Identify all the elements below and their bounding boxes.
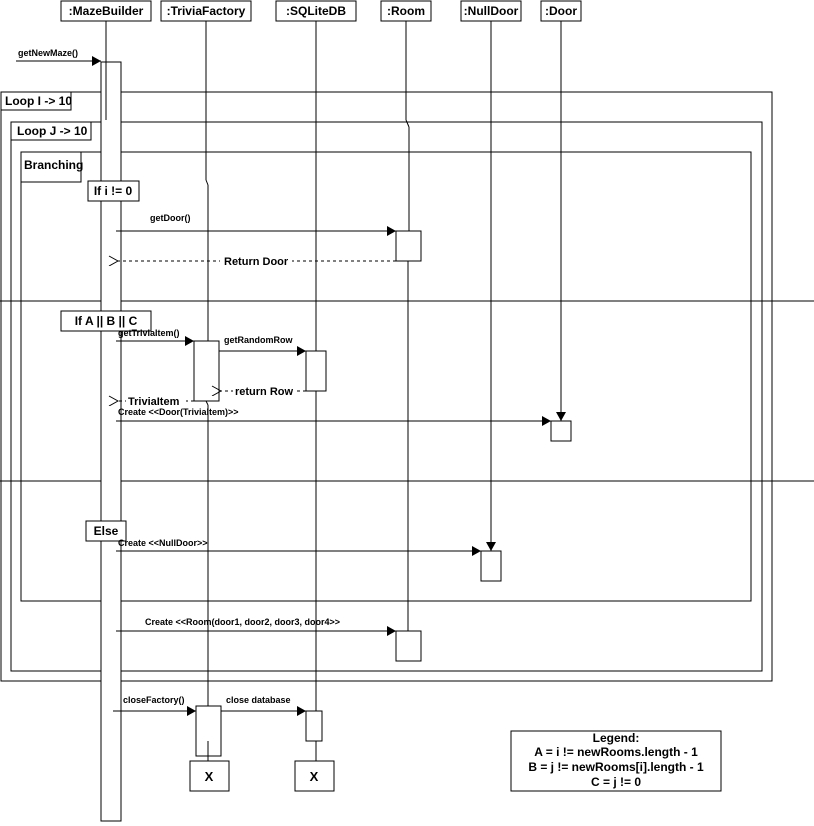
message-create-room: Create <<Room(door1, door2, door3, door4…	[116, 617, 396, 636]
lifeline-room-label: :Room	[387, 4, 425, 18]
svg-text:If i != 0: If i != 0	[94, 184, 133, 198]
room-activation-getdoor	[395, 230, 422, 262]
svg-text:Create <<Door(TriviaItem)>>: Create <<Door(TriviaItem)>>	[118, 407, 239, 417]
svg-text:return Row: return Row	[235, 386, 294, 398]
lifeline-door-label: :Door	[545, 4, 577, 18]
destroy-triviafactory: X	[189, 760, 230, 792]
lifeline-door: :Door	[540, 0, 582, 421]
nulldoor-activation	[480, 550, 502, 582]
lifeline-sqlitedb-label: :SQLiteDB	[286, 4, 346, 18]
guard-if-abc: If A || B || C	[60, 310, 152, 332]
lifeline-room: :Room	[380, 0, 432, 631]
legend-line-a: A = i != newRooms.length - 1	[534, 745, 698, 759]
triviafactory-activation	[193, 340, 220, 402]
loop-i-frame: Loop I -> 10	[0, 91, 773, 682]
loop-j-frame: Loop J -> 10	[10, 121, 763, 672]
sqlitedb-close-activation	[305, 710, 323, 742]
door-activation	[550, 420, 572, 442]
message-create-door: Create <<Door(TriviaItem)>>	[116, 407, 551, 426]
message-get-random-row: getRandomRow	[219, 335, 306, 356]
svg-text:Else: Else	[94, 524, 119, 538]
svg-text:If A || B || C: If A || B || C	[75, 314, 138, 328]
svg-text:Create <<Room(door1, door2, do: Create <<Room(door1, door2, door3, door4…	[145, 617, 340, 627]
lifeline-triviafactory-label: :TriviaFactory	[167, 4, 246, 18]
guard-if-i: If i != 0	[87, 180, 140, 202]
message-create-null-door: Create <<NullDoor>>	[116, 538, 481, 556]
legend-title: Legend:	[593, 731, 640, 745]
message-close-database: close database	[221, 695, 306, 716]
svg-text:getRandomRow: getRandomRow	[224, 335, 293, 345]
branching-label: Branching	[24, 158, 83, 172]
legend-line-b: B = j != newRooms[i].length - 1	[528, 760, 704, 774]
branching-frame: Branching	[20, 151, 752, 602]
lifeline-mazebuilder: :MazeBuilder	[60, 0, 152, 62]
room-activation-create	[395, 630, 422, 662]
message-get-door: getDoor()	[116, 213, 396, 236]
svg-text:getTriviaItem(): getTriviaItem()	[118, 328, 180, 338]
loop-i-label: Loop I -> 10	[5, 94, 72, 108]
svg-text:Return Door: Return Door	[224, 256, 289, 268]
destroy-sqlitedb: X	[294, 760, 335, 792]
message-return-row: return Row	[221, 384, 306, 398]
legend-line-c: C = j != 0	[591, 775, 641, 789]
lifeline-nulldoor: :NullDoor	[460, 0, 522, 551]
svg-text:getDoor(): getDoor()	[150, 213, 191, 223]
loop-j-label: Loop J -> 10	[17, 124, 88, 138]
lifeline-triviafactory: :TriviaFactory	[160, 0, 252, 760]
svg-text:Create <<NullDoor>>: Create <<NullDoor>>	[118, 538, 208, 548]
svg-text:TriviaItem: TriviaItem	[128, 396, 180, 408]
lifeline-mazebuilder-label: :MazeBuilder	[69, 4, 144, 18]
mazebuilder-activation	[100, 61, 122, 822]
lifeline-nulldoor-label: :NullDoor	[464, 4, 519, 18]
svg-text:X: X	[310, 769, 319, 784]
sqlitedb-activation	[305, 350, 327, 392]
svg-text:X: X	[205, 769, 214, 784]
svg-text:getNewMaze(): getNewMaze()	[18, 48, 78, 58]
svg-text:close database: close database	[226, 695, 291, 705]
message-get-trivia-item: getTriviaItem()	[116, 328, 194, 346]
message-close-factory: closeFactory()	[113, 695, 196, 716]
svg-text:closeFactory(): closeFactory()	[123, 695, 185, 705]
message-trivia-item: TriviaItem	[118, 394, 194, 408]
guard-else: Else	[85, 520, 127, 542]
message-return-door: Return Door	[118, 254, 396, 268]
message-get-new-maze: getNewMaze()	[16, 48, 101, 66]
legend: Legend: A = i != newRooms.length - 1 B =…	[510, 730, 722, 792]
